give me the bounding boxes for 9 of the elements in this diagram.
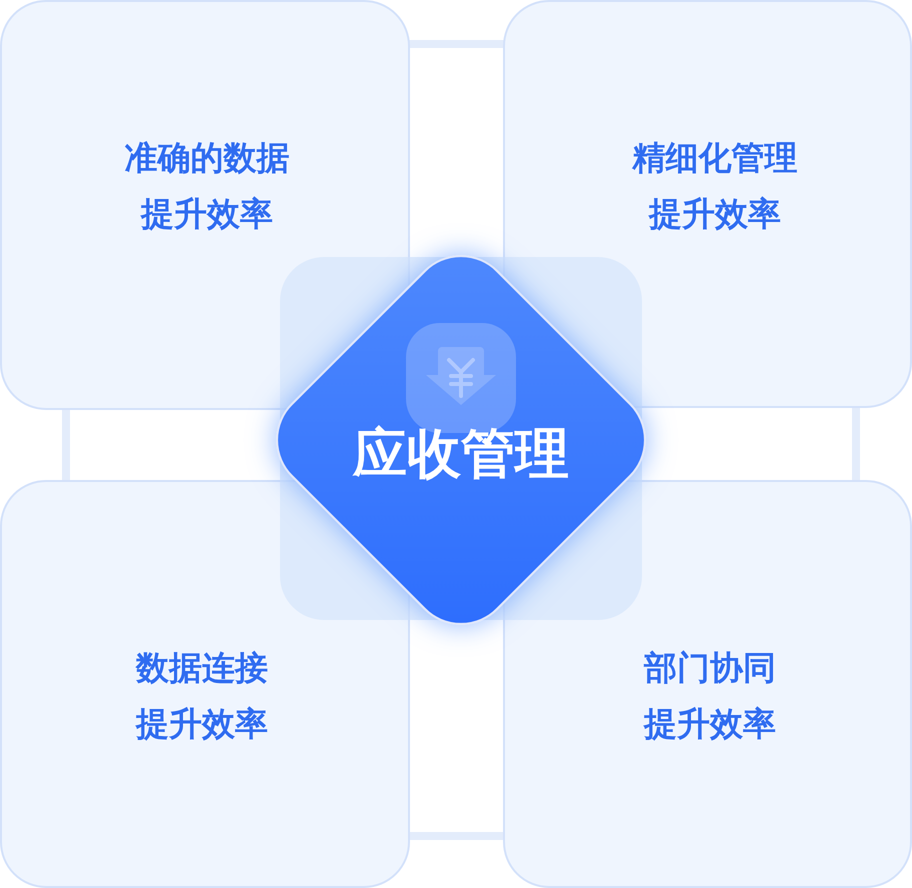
center-title: 应收管理	[353, 421, 569, 487]
card-text: 部门协同	[644, 647, 776, 689]
card-text: 提升效率	[644, 703, 776, 745]
card-text: 提升效率	[649, 193, 781, 235]
card-text: 精细化管理	[632, 137, 798, 179]
card-text: 提升效率	[141, 193, 273, 235]
card-text: 数据连接	[136, 647, 268, 689]
card-text: 提升效率	[136, 703, 268, 745]
card-text: 准确的数据	[124, 137, 290, 179]
